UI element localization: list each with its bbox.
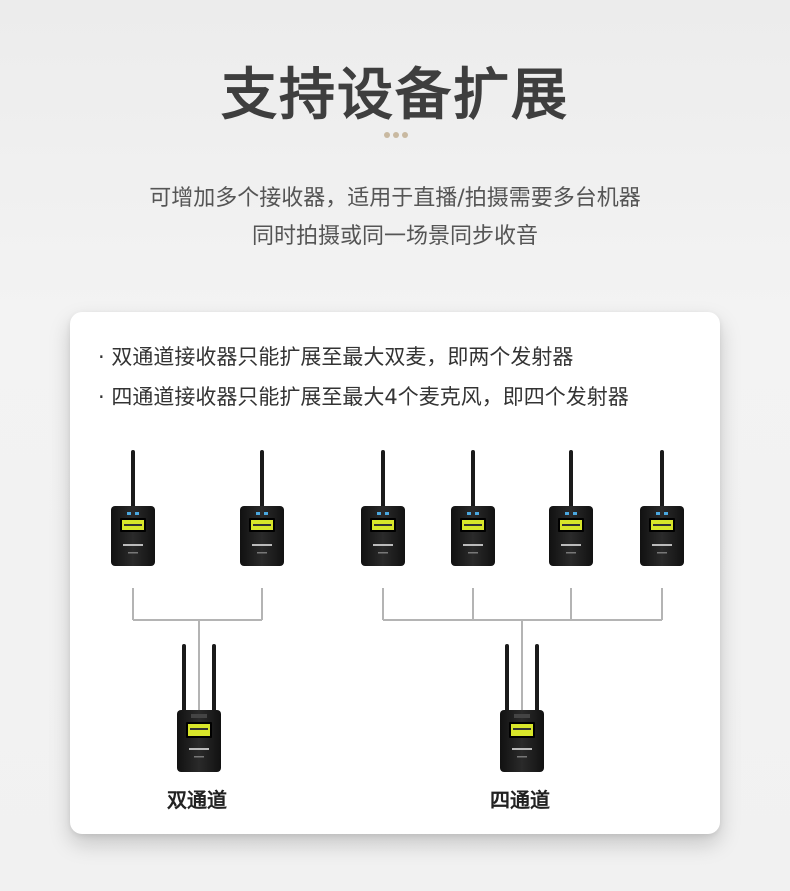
quad-transmitter-3 bbox=[549, 450, 593, 566]
quad-channel-receiver bbox=[500, 644, 544, 772]
quad-transmitter-1 bbox=[361, 450, 405, 566]
quad-transmitter-2 bbox=[451, 450, 495, 566]
subtitle-line-1: 可增加多个接收器，适用于直播/拍摄需要多台机器 bbox=[149, 186, 641, 211]
bullet-dual-channel: · 双通道接收器只能扩展至最大双麦，即两个发射器 bbox=[98, 345, 574, 369]
label-dual-channel: 双通道 bbox=[167, 788, 227, 812]
subtitle-line-2: 同时拍摄或同一场景同步收音 bbox=[251, 224, 538, 249]
label-quad-channel: 四通道 bbox=[490, 788, 550, 812]
dual-transmitter-1 bbox=[111, 450, 155, 566]
dual-transmitter-2 bbox=[240, 450, 284, 566]
expansion-card: · 双通道接收器只能扩展至最大双麦，即两个发射器 · 四通道接收器只能扩展至最大… bbox=[70, 312, 720, 834]
page-title: 支持设备扩展 bbox=[221, 63, 569, 128]
decorative-dots bbox=[384, 132, 408, 138]
dual-channel-receiver bbox=[177, 644, 221, 772]
bullet-quad-channel: · 四通道接收器只能扩展至最大4个麦克风，即四个发射器 bbox=[98, 385, 629, 409]
quad-transmitter-4 bbox=[640, 450, 684, 566]
connection-diagram bbox=[111, 450, 684, 772]
